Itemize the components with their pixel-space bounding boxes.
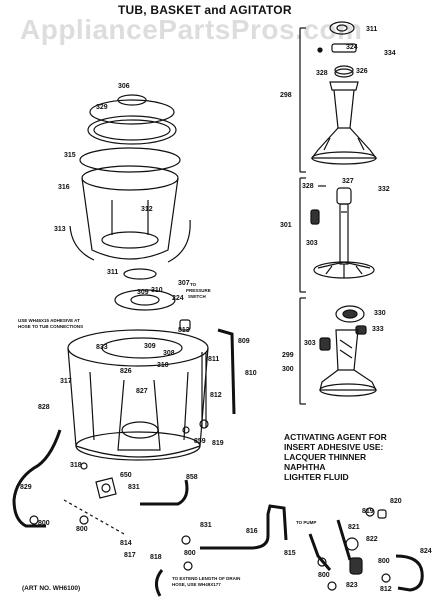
adhesive-note-item-3: LIGHTER FLUID bbox=[284, 472, 349, 482]
part-800-hose: 800 bbox=[184, 550, 196, 557]
part-303-low: 303 bbox=[304, 340, 316, 347]
part-332: 332 bbox=[378, 186, 390, 193]
agitator-assembly-box-mid bbox=[299, 177, 375, 293]
part-800-far-right: 800 bbox=[378, 558, 390, 565]
part-831-lower: 831 bbox=[200, 522, 212, 529]
part-330: 330 bbox=[374, 310, 386, 317]
part-858: 858 bbox=[186, 474, 198, 481]
pressure-switch-note-1: TO bbox=[190, 282, 197, 287]
watermark: AppliancePartsPros.com bbox=[20, 14, 363, 45]
part-310: 310 bbox=[151, 287, 163, 294]
part-817: 817 bbox=[124, 552, 136, 559]
part-831-upper: 831 bbox=[128, 484, 140, 491]
part-313: 313 bbox=[54, 226, 66, 233]
part-800-mid: 800 bbox=[76, 526, 88, 533]
part-303-mid: 303 bbox=[306, 240, 318, 247]
tub-cover-and-basket bbox=[69, 94, 191, 311]
part-317: 317 bbox=[60, 378, 72, 385]
agitator-assembly-box-top bbox=[299, 21, 378, 173]
adhesive-note-line2: INSERT ADHESIVE USE: bbox=[284, 442, 384, 452]
part-301: 301 bbox=[280, 222, 292, 229]
part-820: 820 bbox=[390, 498, 402, 505]
part-306: 306 bbox=[118, 83, 130, 90]
hoses bbox=[12, 328, 424, 597]
part-828: 828 bbox=[38, 404, 50, 411]
part-298: 298 bbox=[280, 92, 292, 99]
part-812: 812 bbox=[210, 392, 222, 399]
part-819-lower: 819 bbox=[362, 508, 374, 515]
outer-tub bbox=[67, 319, 209, 461]
art-number: (ART NO. WH6100) bbox=[22, 585, 81, 592]
part-833: 833 bbox=[96, 344, 108, 351]
part-328-top: 328 bbox=[316, 70, 328, 77]
to-pump-note: TO PUMP bbox=[296, 520, 317, 525]
use-adhesive-note-1: USE WH46X15 ADHESIVE AT bbox=[18, 318, 80, 323]
part-810: 810 bbox=[245, 370, 257, 377]
adhesive-note-item-2: NAPHTHA bbox=[284, 462, 326, 472]
diagram-title: TUB, BASKET and AGITATOR bbox=[118, 3, 292, 17]
part-809: 809 bbox=[238, 338, 250, 345]
part-334: 334 bbox=[384, 50, 396, 57]
part-312: 312 bbox=[141, 206, 153, 213]
drain-hose-note-1: TO EXTEND LENGTH OF DRAIN bbox=[172, 576, 241, 581]
part-811: 811 bbox=[208, 356, 220, 363]
part-819-upper: 819 bbox=[212, 440, 224, 447]
part-826: 826 bbox=[120, 368, 132, 375]
part-333: 333 bbox=[372, 326, 384, 333]
agitator-assembly-box-low bbox=[299, 297, 377, 405]
part-824: 824 bbox=[420, 548, 432, 555]
part-316: 316 bbox=[58, 184, 70, 191]
part-324: 324 bbox=[346, 44, 358, 51]
part-300: 300 bbox=[282, 366, 294, 373]
part-311-top: 311 bbox=[366, 26, 378, 33]
part-307: 307 bbox=[178, 280, 190, 287]
part-800-right: 800 bbox=[318, 572, 330, 579]
part-327: 327 bbox=[342, 178, 354, 185]
part-812-lower: 812 bbox=[380, 586, 392, 593]
part-859: 859 bbox=[194, 438, 206, 445]
part-800-left: 800 bbox=[38, 520, 50, 527]
part-814: 814 bbox=[120, 540, 132, 547]
part-650: 650 bbox=[120, 472, 132, 479]
part-326: 326 bbox=[356, 68, 368, 75]
part-224: 224 bbox=[172, 295, 184, 302]
fittings-and-clamps bbox=[29, 352, 391, 591]
part-329: 329 bbox=[96, 104, 108, 111]
adhesive-note-heading: ACTIVATING AGENT FOR bbox=[284, 432, 387, 442]
part-328-mid: 328 bbox=[302, 183, 314, 190]
part-315: 315 bbox=[64, 152, 76, 159]
drain-hose-note-2: HOSE, USE WH49X177 bbox=[172, 582, 221, 587]
use-adhesive-note-2: HOSE TO TUB CONNECTIONS bbox=[18, 324, 84, 329]
adhesive-note-item-1: LACQUER THINNER bbox=[284, 452, 367, 462]
part-318: 318 bbox=[70, 462, 82, 469]
part-813: 813 bbox=[178, 327, 190, 334]
part-829: 829 bbox=[20, 484, 32, 491]
part-827: 827 bbox=[136, 388, 148, 395]
part-311: 311 bbox=[107, 269, 119, 276]
part-299: 299 bbox=[282, 352, 294, 359]
pressure-switch-note-3: SWITCH bbox=[188, 294, 206, 299]
part-309-upper: 309 bbox=[137, 289, 149, 296]
part-818: 818 bbox=[150, 554, 162, 561]
part-822: 822 bbox=[366, 536, 378, 543]
part-308: 308 bbox=[163, 350, 175, 357]
pressure-switch-note-2: PRESSURE bbox=[186, 288, 211, 293]
part-310-lower: 310 bbox=[157, 362, 169, 369]
part-821: 821 bbox=[348, 524, 360, 531]
part-816: 816 bbox=[246, 528, 258, 535]
part-823: 823 bbox=[346, 582, 358, 589]
part-815: 815 bbox=[284, 550, 296, 557]
part-309-lower: 309 bbox=[144, 343, 156, 350]
